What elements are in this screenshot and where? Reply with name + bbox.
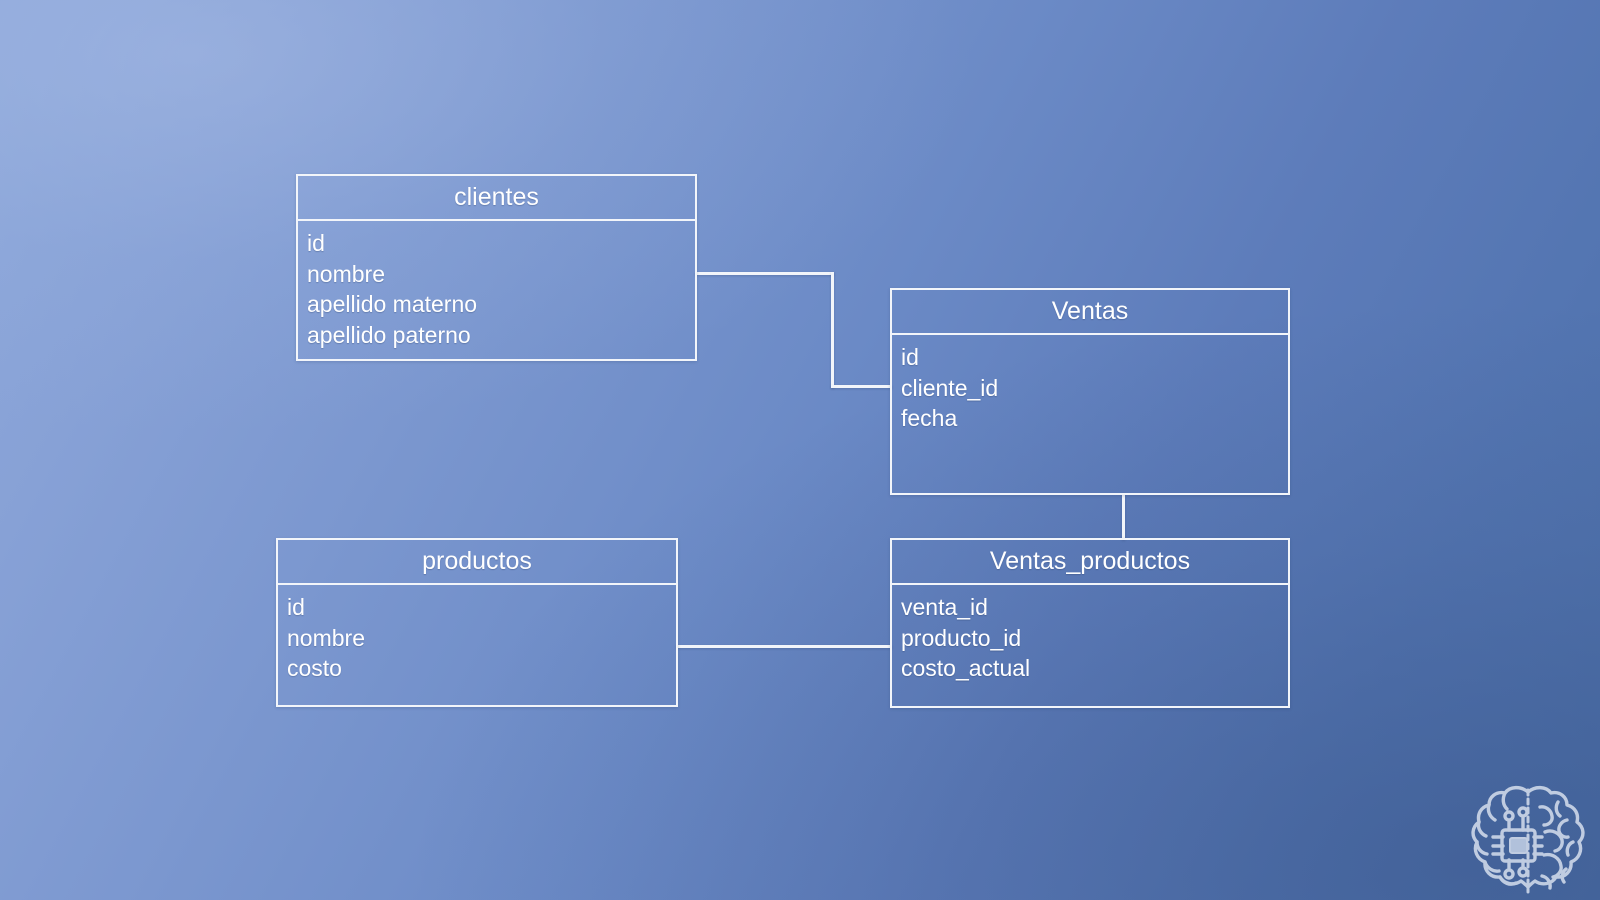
entity-field-list-ventas-productos: venta_id producto_id costo_actual <box>892 585 1288 684</box>
entity-field: id <box>287 594 305 620</box>
connector-clientes-ventas-segment-1 <box>695 272 834 275</box>
entity-field: producto_id <box>901 624 1022 651</box>
connector-clientes-ventas-segment-3 <box>831 385 892 388</box>
entity-field: id <box>307 230 325 256</box>
entity-title-ventas-productos: Ventas_productos <box>892 540 1288 585</box>
entity-table-ventas[interactable]: Ventas id cliente_id fecha <box>890 288 1290 495</box>
entity-field: costo_actual <box>901 655 1031 681</box>
entity-field-list-ventas: id cliente_id fecha <box>892 335 1288 434</box>
entity-field: nombre <box>287 624 365 651</box>
entity-field-list-clientes: id nombre apellido materno apellido pate… <box>298 221 695 350</box>
connector-productos-ventas-productos <box>676 645 892 648</box>
entity-field-list-productos: id nombre costo <box>278 585 676 684</box>
entity-field: id <box>901 344 919 370</box>
entity-field: nombre <box>307 260 385 287</box>
entity-table-productos[interactable]: productos id nombre costo <box>276 538 678 707</box>
entity-field: venta_id <box>901 594 988 620</box>
entity-table-ventas-productos[interactable]: Ventas_productos venta_id producto_id co… <box>890 538 1290 708</box>
entity-table-clientes[interactable]: clientes id nombre apellido materno apel… <box>296 174 697 361</box>
entity-field: apellido paterno <box>307 321 471 348</box>
brain-circuit-icon <box>1462 776 1594 898</box>
entity-field: cliente_id <box>901 374 999 401</box>
entity-field: fecha <box>901 405 958 431</box>
entity-title-productos: productos <box>278 540 676 585</box>
connector-ventas-ventas-productos <box>1122 493 1125 540</box>
entity-field: costo <box>287 655 342 681</box>
entity-field: apellido materno <box>307 291 478 317</box>
entity-title-clientes: clientes <box>298 176 695 221</box>
connector-clientes-ventas-segment-2 <box>831 272 834 388</box>
entity-title-ventas: Ventas <box>892 290 1288 335</box>
